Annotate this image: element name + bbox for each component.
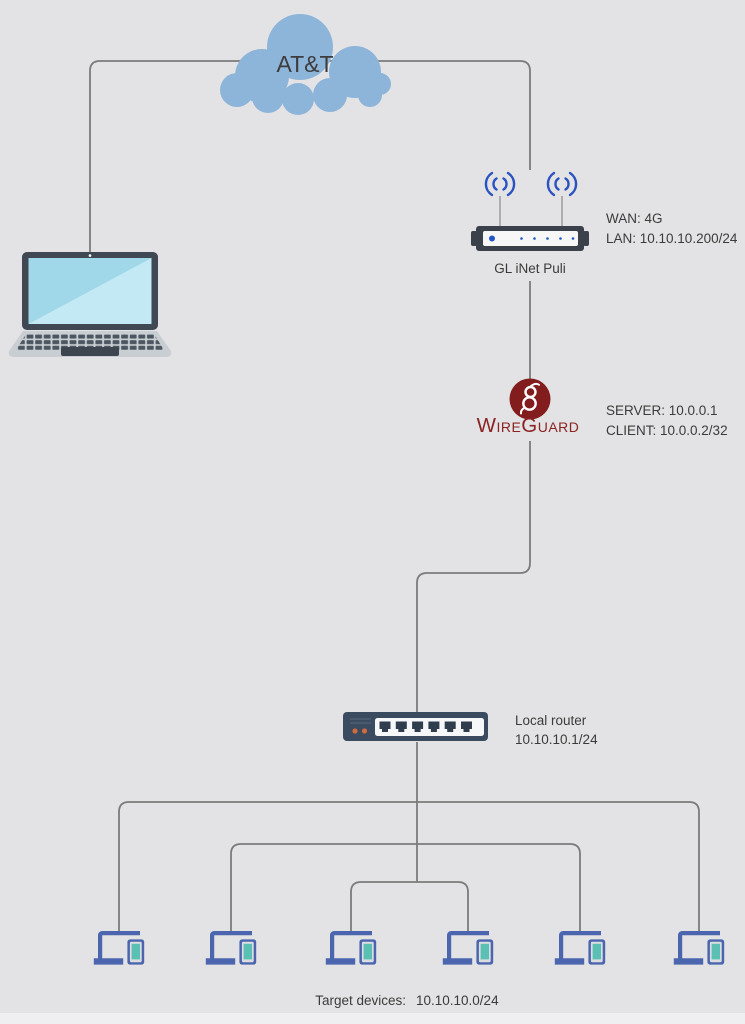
wireguard-dragon [519,382,540,415]
connection-branch-inner [350,881,469,931]
connection-branch-middle [230,843,581,931]
router-leds [489,235,575,242]
router-faceplate [483,231,578,246]
connection-branch-outer [118,801,700,931]
switch-led [361,728,368,734]
switch-name-label: Local router [515,713,587,728]
switch-vents [350,718,371,724]
switch-led [352,728,358,734]
laptop-keyboard [16,334,164,350]
webcam-dot [88,254,92,257]
screen-shine [28,258,152,324]
switch-subnet-label: 10.10.10.1/24 [515,732,598,747]
laptop-trackpad [61,347,119,356]
target-devices-subnet: 10.10.10.0/24 [416,993,499,1008]
local-router-switch: Local router 10.10.10.1/24 [343,712,598,747]
router-name-label: GL iNet Puli [494,261,566,276]
wireguard-wordmark: WireGuard [477,414,580,437]
wireguard-server-label: SERVER: 10.0.0.1 [606,403,718,418]
cloud-icon [220,14,391,115]
connection-cloud-laptop [89,60,307,252]
target-devices-label: Target devices: [315,993,406,1008]
wireguard-logo-icon [509,378,551,420]
laptop-icon [8,252,172,357]
wireguard-node: WireGuard SERVER: 10.0.0.1 CLIENT: 10.0.… [477,378,728,438]
cloud-label: AT&T [276,51,333,77]
internet-cloud: AT&T [220,14,391,115]
connection-cloud-router [307,60,531,170]
connections [89,60,700,931]
router-wan-label: WAN: 4G [606,211,663,226]
wireguard-client-label: CLIENT: 10.0.0.2/32 [606,423,728,438]
bottom-strip [0,1013,745,1024]
connection-wireguard-switch [416,441,531,712]
wifi-signal-icon [546,171,578,197]
ethernet-ports [379,721,472,732]
gl-inet-router: GL iNet Puli WAN: 4G LAN: 10.10.10.200/2… [471,171,738,276]
router-lan-label: LAN: 10.10.10.200/24 [606,231,738,246]
wifi-signal-icon [484,171,516,197]
target-devices: Target devices: 10.10.10.0/24 [93,931,725,1008]
